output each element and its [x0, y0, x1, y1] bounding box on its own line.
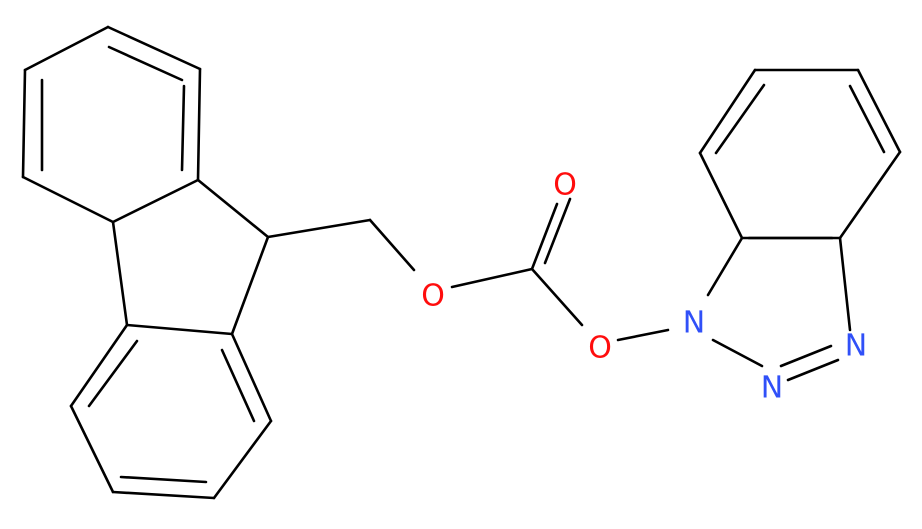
bond: [786, 358, 840, 382]
atom-label-oxygen-ether: O: [421, 279, 445, 314]
bond: [543, 197, 572, 265]
bond-layer: [21, 25, 902, 500]
bond-double-inner: [714, 83, 766, 155]
bond: [196, 178, 270, 239]
bond: [711, 338, 764, 368]
bond: [69, 323, 129, 408]
bond-double-inner: [180, 84, 186, 172]
atom-label-oxygen-ester: O: [588, 331, 612, 366]
bond: [111, 220, 129, 327]
bond: [106, 25, 202, 71]
bond: [230, 235, 270, 336]
atom-label-nitrogen-1: N: [683, 306, 705, 341]
bond: [838, 150, 902, 240]
bond-double-inner: [848, 84, 886, 154]
atom-label-oxygen-carbonyl: O: [553, 168, 577, 203]
bond: [616, 328, 670, 342]
bond: [706, 236, 744, 297]
bond: [530, 267, 584, 327]
bond: [368, 218, 416, 272]
bond: [230, 332, 273, 423]
bond: [111, 490, 216, 500]
bond-double-inner: [119, 475, 208, 484]
bond: [838, 236, 852, 332]
bond: [212, 419, 273, 500]
bond: [779, 344, 833, 368]
bond: [21, 68, 27, 179]
bond-double-inner: [87, 339, 139, 408]
bond: [450, 267, 534, 289]
bond: [125, 323, 234, 336]
atom-label-nitrogen-2: N: [761, 371, 783, 406]
atom-label-nitrogen-3: N: [845, 329, 867, 364]
bond-double-inner: [220, 348, 256, 423]
bond: [69, 404, 115, 494]
bond: [196, 67, 202, 182]
bond: [21, 175, 115, 224]
bond: [266, 218, 372, 239]
bond: [111, 178, 200, 224]
bond: [856, 68, 902, 154]
atom-labels: O O O N N N: [421, 168, 867, 406]
bond: [23, 25, 110, 72]
bond: [698, 151, 744, 240]
bond: [530, 202, 559, 271]
bond-double-inner: [107, 45, 184, 82]
bond: [698, 68, 757, 155]
